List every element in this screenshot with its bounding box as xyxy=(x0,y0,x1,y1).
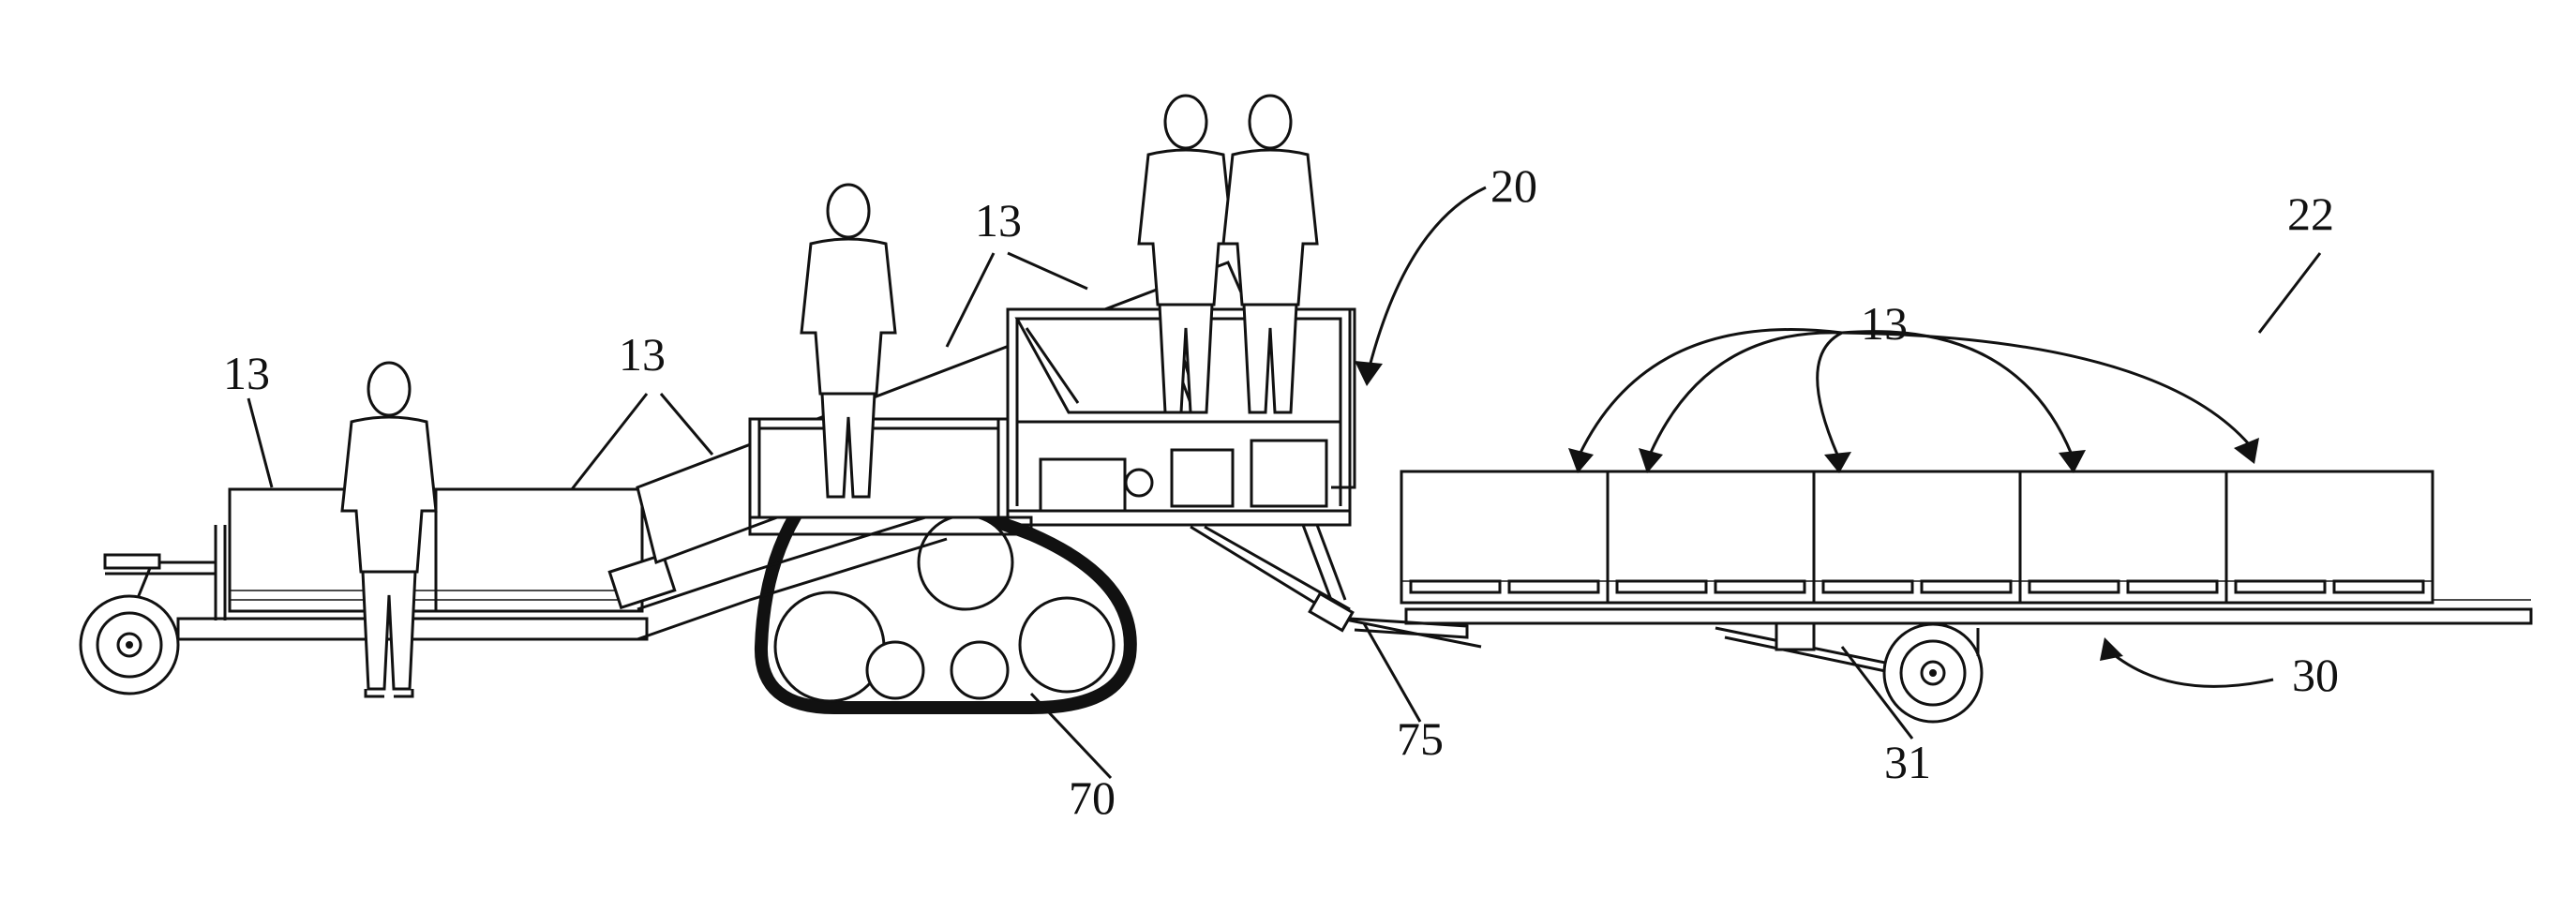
ref-label-20: 20 xyxy=(1490,159,1537,212)
ref-label-13-trailer: 13 xyxy=(1861,297,1908,350)
ref-label-22: 22 xyxy=(2287,187,2334,240)
ref-label-30: 30 xyxy=(2292,649,2339,701)
ref-label-13-far-left: 13 xyxy=(223,347,270,399)
ref-label-13-conveyor: 13 xyxy=(975,194,1022,247)
ref-label-70: 70 xyxy=(1069,771,1116,824)
ref-label-13-mid-left: 13 xyxy=(619,328,666,381)
crawler-track xyxy=(761,501,1131,708)
ref-label-75: 75 xyxy=(1397,712,1444,765)
ref-label-31: 31 xyxy=(1884,736,1931,788)
right-bin-trailer xyxy=(1401,471,2531,722)
